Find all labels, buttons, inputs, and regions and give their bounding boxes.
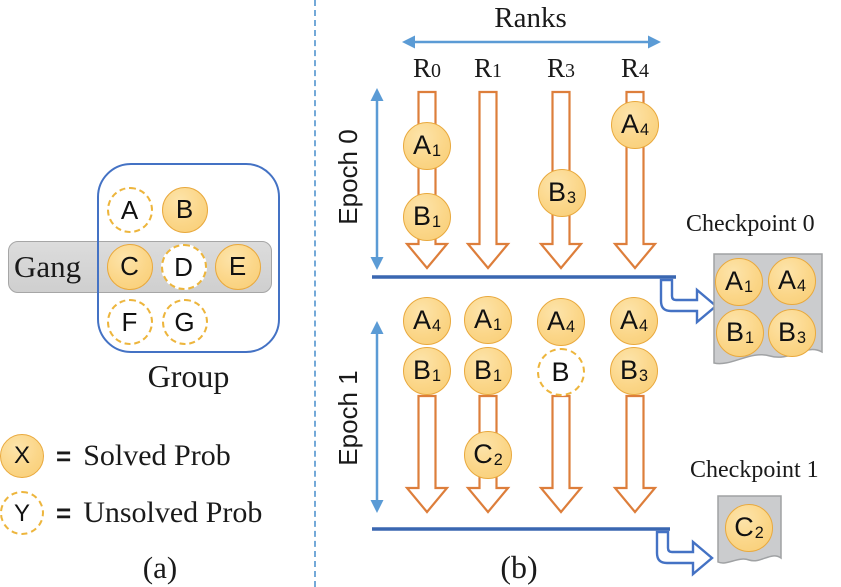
legend-unsolved-circle-icon: Y [0, 491, 44, 535]
epoch0-problem-b1: B1 [403, 193, 451, 241]
rank-arrow [404, 90, 450, 270]
checkpoint0-problem-b1: B1 [716, 309, 764, 357]
rank-header-r4: R4 [621, 53, 649, 83]
checkpoint1-problem-c2: C2 [725, 504, 773, 552]
problem-circle-c: C [107, 244, 153, 290]
rank-header-r0: R0 [413, 53, 441, 83]
epoch1-problem-a4-r4: A4 [610, 297, 658, 345]
panel-a-caption: (a) [142, 550, 178, 585]
panel-b-caption: (b) [500, 549, 538, 585]
checkpoint0-problem-a1: A1 [715, 258, 763, 306]
panel-divider-dashed-line [314, 0, 316, 587]
checkpoint0-title: Checkpoint 0 [686, 211, 815, 237]
problem-circle-e: E [215, 244, 261, 290]
legend-solved-text: Solved Prob [83, 439, 231, 472]
epoch1-problem-b-unsolved-r3: B [537, 348, 585, 396]
problem-circle-d: D [161, 244, 207, 290]
ranks-title: Ranks [494, 2, 567, 34]
problem-circle-g: G [162, 299, 208, 345]
rank-arrow [538, 394, 584, 514]
legend-equals: = [56, 497, 72, 528]
epoch1-problem-c2-r1: C2 [464, 431, 512, 479]
rank-header-r1: R1 [474, 53, 502, 83]
epoch1-rank-arrows [404, 394, 658, 514]
checkpoint1-flow-arrow-icon [655, 530, 714, 577]
rank-arrow [404, 394, 450, 514]
ranks-span-arrow [402, 35, 661, 49]
checkpoint0-problem-b3: B3 [768, 309, 816, 357]
problem-circle-f: F [107, 299, 153, 345]
legend-equals: = [56, 440, 72, 471]
problem-circle-b: B [162, 187, 208, 233]
epoch1-problem-b1-r0: B1 [403, 347, 451, 395]
legend-unsolved-row: = Unsolved Prob [56, 491, 262, 535]
epoch1-problem-a4-r0: A4 [403, 297, 451, 345]
group-label: Group [147, 358, 230, 394]
epoch0-problem-a1: A1 [403, 122, 451, 170]
group-box [97, 163, 280, 353]
epoch1-span-arrow [370, 321, 384, 513]
rank-arrow [612, 394, 658, 514]
rank-header-r3: R3 [547, 53, 575, 83]
epoch1-problem-b3-r4: B3 [610, 347, 658, 395]
checkpoint1-title: Checkpoint 1 [690, 457, 819, 483]
epoch0-span-arrow [370, 88, 384, 270]
epoch0-problem-b3: B3 [538, 169, 586, 217]
epoch1-problem-b1-r1: B1 [464, 347, 512, 395]
epoch1-problem-a4-r3: A4 [537, 298, 585, 346]
gang-label: Gang [14, 249, 82, 284]
checkpoint0-problem-a4: A4 [768, 257, 816, 305]
checkpoint0-flow-arrow-icon [659, 278, 718, 325]
epoch0-problem-a4: A4 [611, 101, 659, 149]
epoch0-label: Epoch 0 [333, 129, 363, 225]
epoch1-label: Epoch 1 [333, 370, 363, 466]
legend-solved-row: = Solved Prob [56, 434, 231, 478]
legend-unsolved-text: Unsolved Prob [83, 496, 263, 529]
epoch1-problem-a1-r1: A1 [464, 296, 512, 344]
rank-arrow [465, 90, 511, 270]
legend-solved-circle-icon: X [0, 434, 44, 478]
problem-circle-a: A [107, 187, 153, 233]
